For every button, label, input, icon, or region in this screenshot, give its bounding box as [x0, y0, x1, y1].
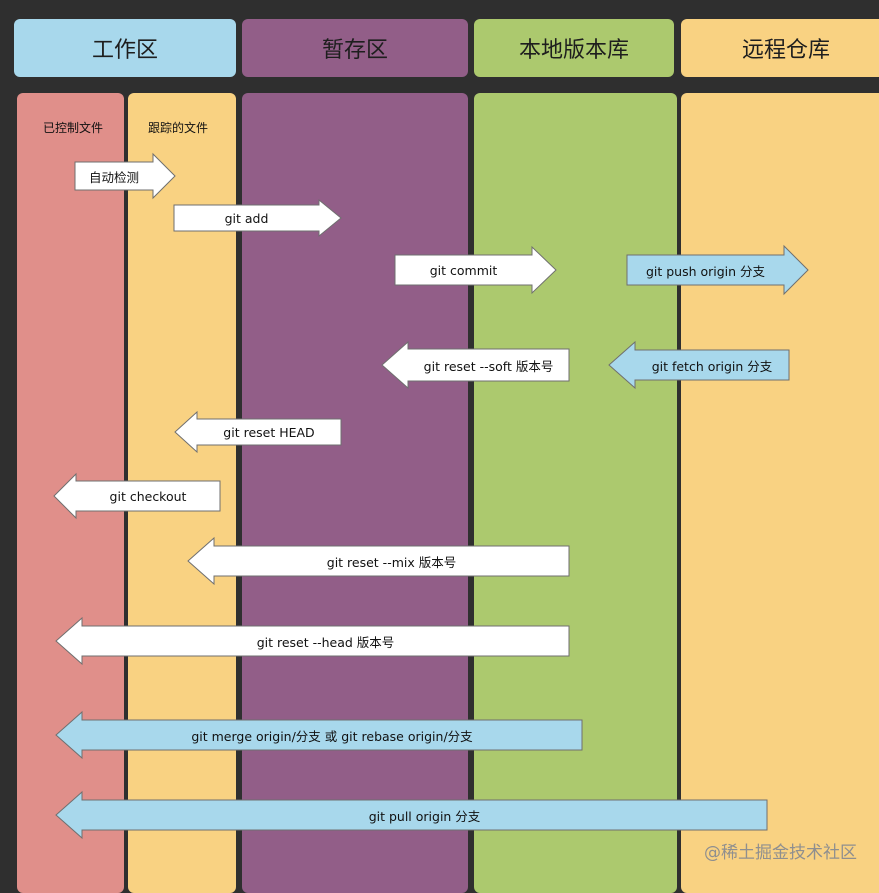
- arrow-body: [55, 710, 583, 760]
- arrow-shape: [187, 536, 570, 586]
- arrow-shape: [394, 245, 557, 295]
- arrow-label: git checkout: [109, 488, 187, 504]
- arrow-git-add: git add: [173, 198, 342, 238]
- header-staging: 暂存区: [242, 19, 468, 77]
- arrow-label: git reset --head 版本号: [256, 634, 395, 650]
- arrow-shape: [173, 198, 342, 238]
- column-local-repo: [474, 93, 677, 893]
- arrow-label: git reset --soft 版本号: [423, 358, 554, 374]
- header-remote-repo: 远程仓库: [681, 19, 879, 77]
- arrow-reset-hard: git reset --head 版本号: [55, 616, 570, 666]
- arrow-shape: [74, 152, 176, 200]
- arrow-shape: [55, 710, 583, 760]
- arrow-label: git merge origin/分支 或 git rebase origin/…: [191, 728, 473, 744]
- arrow-body: [53, 472, 221, 520]
- arrow-body: [187, 536, 570, 586]
- arrow-label: git fetch origin 分支: [651, 358, 773, 374]
- arrow-git-fetch: git fetch origin 分支: [608, 340, 790, 390]
- arrow-git-pull: git pull origin 分支: [55, 790, 768, 840]
- arrow-shape: [174, 410, 342, 454]
- arrow-body: [394, 245, 557, 295]
- arrow-reset-mix: git reset --mix 版本号: [187, 536, 570, 586]
- arrow-label: git push origin 分支: [645, 263, 766, 279]
- arrow-label: git add: [224, 210, 269, 226]
- arrow-shape: [381, 340, 570, 390]
- arrow-body: [381, 340, 570, 390]
- arrow-body: [608, 340, 790, 390]
- arrow-shape: [55, 616, 570, 666]
- arrow-body: [626, 244, 809, 296]
- arrow-body: [55, 790, 768, 840]
- sublabel-tracked: 跟踪的文件: [148, 121, 209, 135]
- arrow-git-push: git push origin 分支: [626, 244, 809, 296]
- arrow-body: [174, 410, 342, 454]
- arrow-auto-detect: 自动检测: [74, 152, 176, 200]
- arrow-shape: [626, 244, 809, 296]
- arrow-shape: [55, 790, 768, 840]
- arrow-shape: [608, 340, 790, 390]
- arrow-merge-rebase: git merge origin/分支 或 git rebase origin/…: [55, 710, 583, 760]
- arrow-label: git reset HEAD: [223, 424, 315, 440]
- arrow-reset-soft: git reset --soft 版本号: [381, 340, 570, 390]
- header-workspace: 工作区: [14, 19, 236, 77]
- arrow-body: [55, 616, 570, 666]
- arrow-body: [173, 198, 342, 238]
- column-remote-repo: [681, 93, 879, 893]
- arrow-reset-head: git reset HEAD: [174, 410, 342, 454]
- arrow-body: [74, 152, 176, 200]
- arrow-shape: [53, 472, 221, 520]
- arrow-label: git pull origin 分支: [368, 808, 481, 824]
- arrow-git-commit: git commit: [394, 245, 557, 295]
- arrow-git-checkout: git checkout: [53, 472, 221, 520]
- sublabel-controlled: 已控制文件: [43, 121, 104, 135]
- arrow-label: 自动检测: [88, 169, 139, 185]
- watermark: @稀土掘金技术社区: [704, 843, 857, 863]
- arrow-label: git commit: [429, 262, 498, 278]
- header-local-repo: 本地版本库: [474, 19, 674, 77]
- arrow-label: git reset --mix 版本号: [326, 554, 457, 570]
